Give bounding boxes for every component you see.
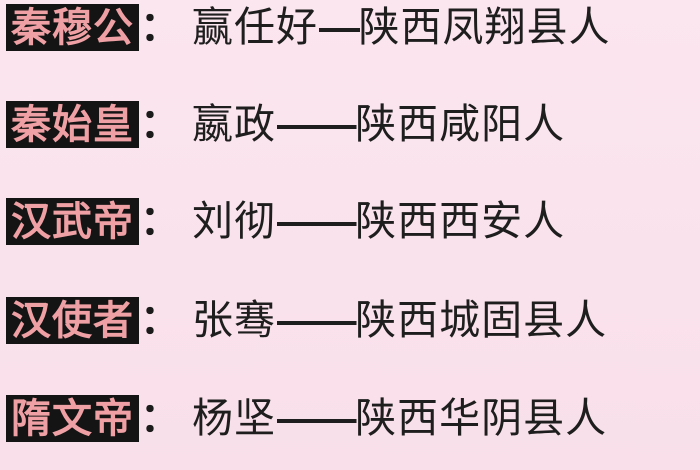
entry-text: 赢任好 — 陕西凤翔县人: [192, 4, 611, 51]
colon: ：: [140, 5, 180, 49]
person-title-badge: 汉武帝: [6, 198, 139, 245]
entry-text: 刘彻 —— 陕西西安人: [192, 198, 565, 245]
colon: ：: [140, 102, 180, 146]
person-name: 张骞: [192, 297, 276, 343]
dash: ——: [277, 101, 357, 147]
title-label: 汉使者: [11, 298, 134, 343]
entry-row: 汉武帝 ： 刘彻 —— 陕西西安人: [6, 198, 565, 245]
entry-row: 秦始皇 ： 嬴政 —— 陕西咸阳人: [6, 101, 565, 148]
colon: ：: [140, 298, 180, 342]
person-name: 赢任好: [192, 4, 318, 50]
entry-text: 嬴政 —— 陕西咸阳人: [192, 101, 565, 148]
person-title-badge: 汉使者: [6, 297, 139, 344]
person-title-badge: 秦始皇: [6, 101, 139, 148]
entry-row: 汉使者 ： 张骞 —— 陕西城固县人: [6, 297, 607, 344]
dash: —: [319, 4, 360, 50]
entry-text: 杨坚 —— 陕西华阴县人: [192, 395, 607, 442]
entry-row: 秦穆公 ： 赢任好 — 陕西凤翔县人: [6, 4, 611, 51]
dash: ——: [277, 297, 357, 343]
birthplace: 陕西华阴县人: [355, 395, 608, 441]
entry-row: 隋文帝 ： 杨坚 —— 陕西华阴县人: [6, 395, 607, 442]
person-name: 杨坚: [192, 395, 276, 441]
title-label: 秦始皇: [11, 102, 134, 147]
birthplace: 陕西咸阳人: [355, 101, 566, 147]
dash: ——: [277, 395, 357, 441]
birthplace: 陕西西安人: [355, 198, 566, 244]
dash: ——: [277, 198, 357, 244]
person-title-badge: 秦穆公: [6, 4, 139, 51]
birthplace: 陕西凤翔县人: [358, 4, 611, 50]
person-name: 嬴政: [192, 101, 276, 147]
person-title-badge: 隋文帝: [6, 395, 139, 442]
birthplace: 陕西城固县人: [355, 297, 608, 343]
person-name: 刘彻: [192, 198, 276, 244]
title-label: 隋文帝: [11, 396, 134, 441]
title-label: 汉武帝: [11, 199, 134, 244]
colon: ：: [140, 396, 180, 440]
colon: ：: [140, 199, 180, 243]
title-label: 秦穆公: [11, 5, 134, 50]
entry-text: 张骞 —— 陕西城固县人: [192, 297, 607, 344]
